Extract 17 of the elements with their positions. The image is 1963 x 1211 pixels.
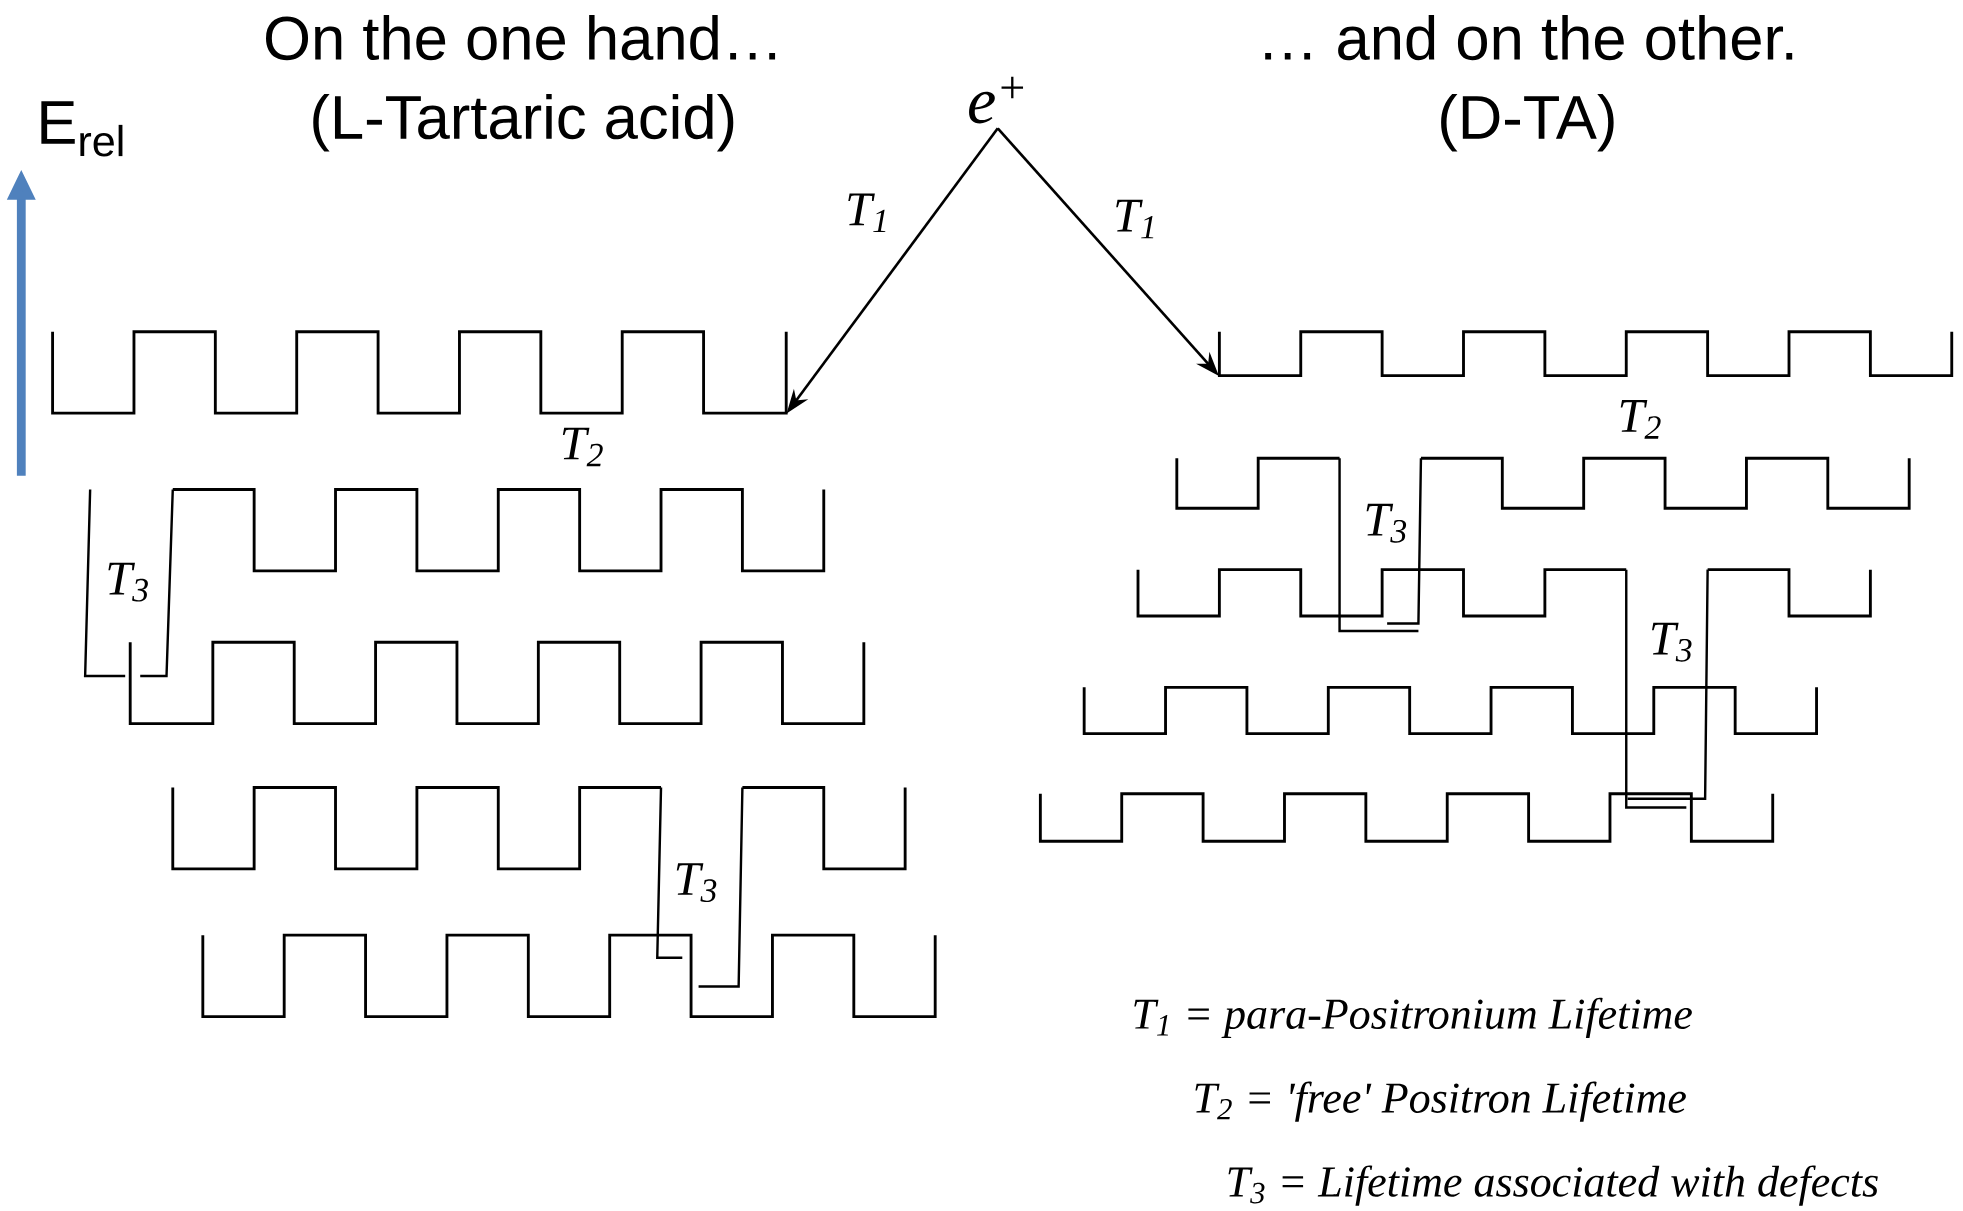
lifetime-label: T$_{3}$ xyxy=(1652,623,1692,662)
axis-label: E$_{rel}$ xyxy=(41,101,123,157)
heading: … and on the other. xyxy=(1265,15,1793,61)
heading: (L-Tartaric acid) xyxy=(313,94,734,152)
edge-label: T$_{1}$ xyxy=(848,193,886,233)
square-wave-drawing xyxy=(1217,330,1954,378)
edge-label: T$_{1}$ xyxy=(1116,200,1154,239)
lifetime-label: T$_{3}$ xyxy=(676,863,717,903)
heading: (D-TA) xyxy=(1441,94,1614,152)
legend-text: T$_{3}$ = Lifetime associated with defects xyxy=(1228,1165,1878,1206)
heading: On the one hand… xyxy=(266,15,776,61)
lifetime-label: T$_{3}$ xyxy=(1366,504,1407,543)
legend-text: T$_{2}$ = 'free' Positron Lifetime xyxy=(1195,1081,1686,1123)
square-wave-drawing xyxy=(51,330,788,415)
legend-text: T$_{1}$ = para-Positronium Lifetime xyxy=(1134,997,1692,1039)
lifetime-label: T$_{3}$ xyxy=(108,562,148,602)
positron-label: e$^{+}$ xyxy=(969,77,1024,124)
